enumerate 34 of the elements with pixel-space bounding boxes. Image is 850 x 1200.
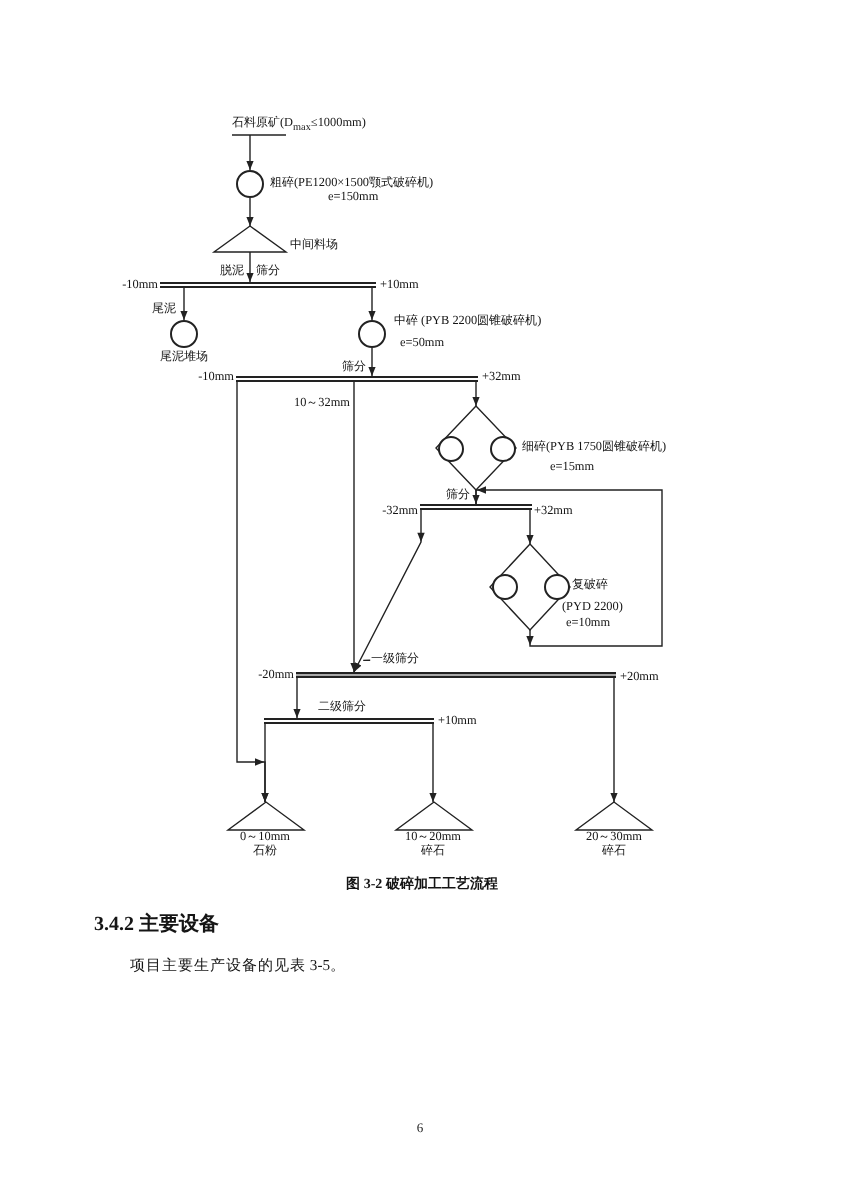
stockpile-triangle bbox=[214, 226, 286, 252]
stockpile-triangle bbox=[227, 802, 303, 830]
screen-bar bbox=[296, 672, 616, 678]
arrow bbox=[246, 134, 254, 171]
screen-bar bbox=[420, 504, 531, 510]
stockpile-triangle bbox=[576, 802, 652, 830]
circle-symbol bbox=[358, 320, 386, 348]
section-heading: 3.4.2 主要设备 bbox=[94, 916, 219, 936]
arrow bbox=[472, 381, 480, 407]
screen-bar bbox=[160, 282, 376, 288]
arrow bbox=[368, 347, 376, 377]
circle-symbol bbox=[489, 435, 515, 461]
arrow bbox=[261, 723, 269, 803]
circle-symbol bbox=[543, 574, 569, 600]
leader-line bbox=[362, 659, 371, 662]
arrow bbox=[246, 197, 254, 227]
circle-symbol bbox=[170, 320, 198, 348]
arrow bbox=[353, 509, 425, 673]
diamond-outline bbox=[436, 406, 516, 490]
arrow bbox=[526, 509, 534, 545]
stockpile-triangle bbox=[395, 802, 471, 830]
arrow bbox=[610, 677, 618, 803]
circle-symbol bbox=[236, 170, 264, 198]
arrow bbox=[475, 486, 663, 647]
arrow bbox=[350, 381, 358, 673]
screen-bar bbox=[236, 376, 477, 382]
arrow bbox=[246, 251, 254, 283]
arrow bbox=[368, 287, 376, 321]
arrow bbox=[293, 677, 301, 719]
circle-symbol bbox=[437, 435, 463, 461]
screen-bar bbox=[264, 718, 434, 724]
arrow bbox=[180, 287, 188, 321]
arrow bbox=[429, 723, 437, 803]
circle-symbol bbox=[491, 574, 517, 600]
